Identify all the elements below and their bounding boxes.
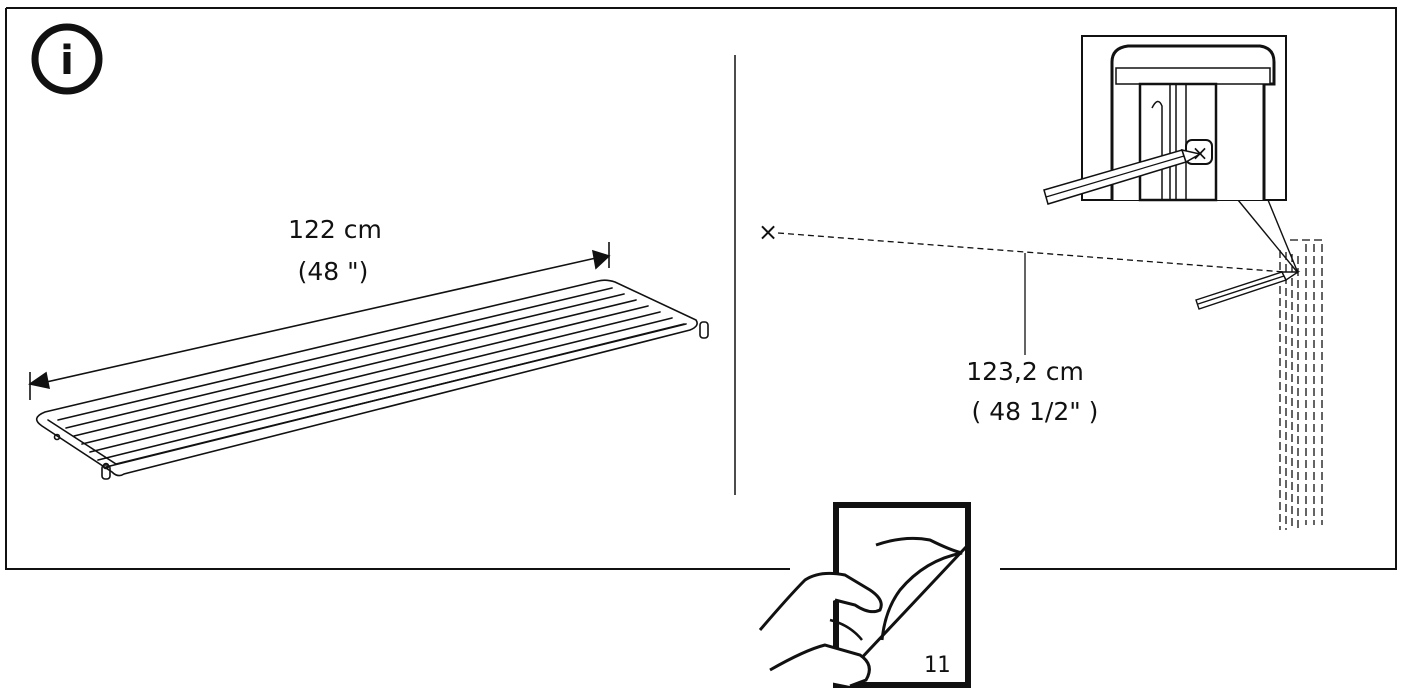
wall-post-dashed xyxy=(1279,239,1323,530)
inset-mark-x: × xyxy=(1192,141,1209,165)
distance-label-inches: ( 48 1/2" ) xyxy=(972,397,1099,426)
drying-rack-drawing xyxy=(35,279,709,480)
page-turn-icon: 11 xyxy=(758,502,971,688)
wall-mark-x: × xyxy=(758,218,778,246)
page-number: 11 xyxy=(924,653,951,678)
info-icon: i xyxy=(31,23,103,95)
pencil-icon xyxy=(1195,271,1301,310)
zoom-callout-lines xyxy=(1237,199,1299,274)
zoom-inset: × xyxy=(1043,35,1287,205)
length-dimension-line xyxy=(28,242,611,400)
distance-label-cm: 123,2 cm xyxy=(966,357,1084,386)
length-label-inches: (48 ") xyxy=(298,257,369,286)
length-label-cm: 122 cm xyxy=(288,215,382,244)
measure-dashed-line xyxy=(777,232,1299,274)
panel-frame xyxy=(5,7,1397,570)
info-icon-glyph: i xyxy=(60,38,74,84)
